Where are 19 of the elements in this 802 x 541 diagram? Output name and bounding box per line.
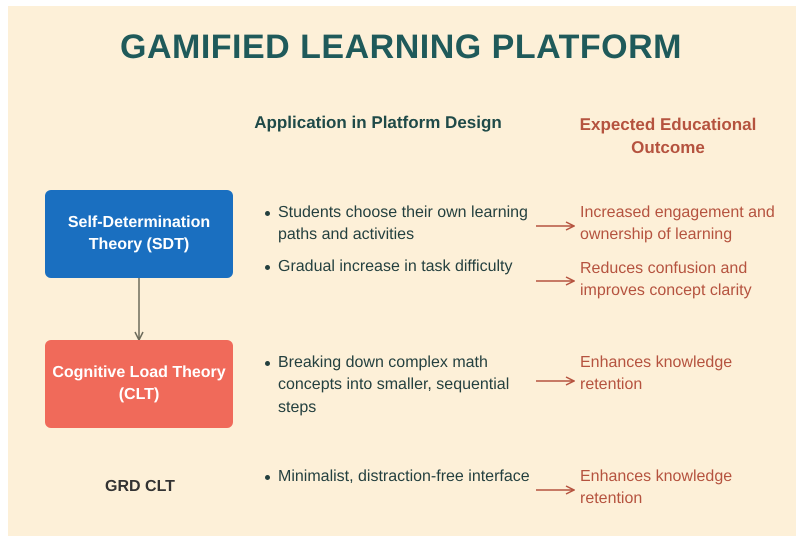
arrow	[536, 376, 575, 386]
bullet-text: Gradual increase in task difficulty	[278, 258, 512, 275]
arrow	[134, 278, 144, 341]
outcome-text: Enhances knowledge retention	[580, 352, 798, 400]
arrow	[536, 485, 575, 495]
theory-box: Self-Determination Theory (SDT)	[45, 190, 233, 278]
row-label: GRD CLT	[104, 477, 176, 497]
bullet-text: Breaking down complex math concepts into smaller, sequential steps	[278, 354, 510, 416]
outcome-text: Reduces confusion and improves concept clarity	[580, 258, 798, 306]
column-heading: Application in Platform Design	[253, 112, 503, 134]
arrow	[536, 276, 575, 286]
bullet-text: Minimalist, distraction-free interface	[278, 468, 530, 485]
title: GAMIFIED LEARNING PLATFORM	[119, 28, 683, 67]
theory-box: Cognitive Load Theory (CLT)	[45, 340, 233, 428]
column-heading: Expected Educational Outcome	[578, 114, 758, 159]
bullet-text: Students choose their own learning paths and activities	[278, 204, 528, 244]
outcome-text: Enhances knowledge retention	[580, 466, 798, 514]
arrow	[536, 221, 575, 231]
outcome-text: Increased engagement and ownership of learning	[580, 202, 798, 250]
